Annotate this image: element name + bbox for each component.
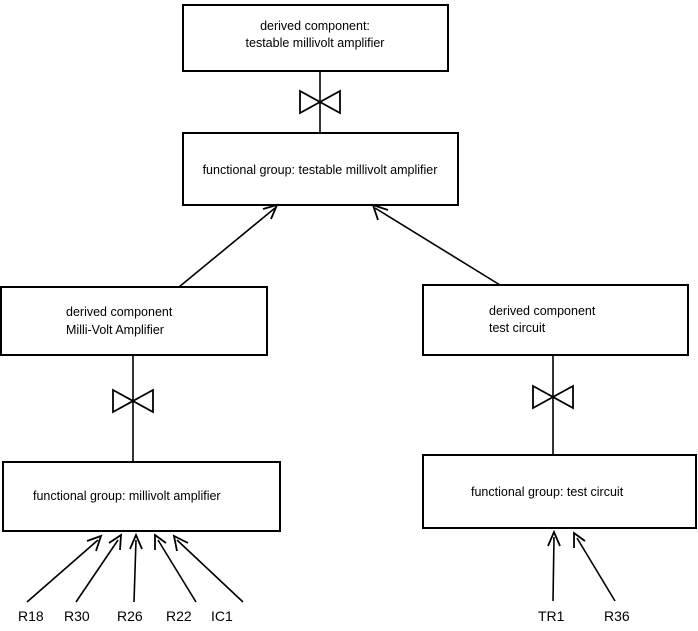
- box-line-1: derived component: [489, 304, 596, 318]
- box-fg-testable-millivolt-amplifier[interactable]: [182, 132, 459, 206]
- box-line-1: functional group: test circuit: [471, 485, 624, 499]
- box-line-2: test circuit: [489, 321, 546, 335]
- leaf-arrow-IC1: [172, 534, 244, 603]
- link-milli-volt-amplifier-to-fg-testable: [178, 203, 279, 288]
- link-line: [552, 536, 555, 602]
- open-arrowhead-icon: [108, 533, 123, 551]
- link-line: [157, 539, 197, 603]
- link-line: [374, 207, 501, 286]
- box-fg-millivolt-amplifier[interactable]: [2, 461, 281, 532]
- box-derived-test-circuit[interactable]: [422, 284, 689, 356]
- node-derived-milli-volt-amplifier[interactable]: derived component Milli-Volt Amplifier: [0, 286, 268, 356]
- leaf-label-R30: R30: [64, 608, 90, 624]
- link-test-circuit-to-fg-testable: [371, 203, 501, 286]
- node-derived-testable-millivolt-amplifier[interactable]: derived component: testable millivolt am…: [182, 4, 449, 72]
- open-arrowhead-icon: [547, 529, 561, 547]
- node-fg-testable-millivolt-amplifier[interactable]: functional group: testable millivolt amp…: [182, 132, 459, 206]
- link-derived-to-fg-testable: [299, 71, 341, 133]
- link-line: [26, 539, 99, 603]
- leaf-arrow-R26: [129, 532, 143, 603]
- box-line-2: Milli-Volt Amplifier: [66, 323, 164, 337]
- bowtie-right-triangle-icon: [318, 89, 341, 115]
- bowtie-left-triangle-icon: [532, 384, 555, 410]
- leaf-label-TR1: TR1: [538, 608, 565, 624]
- leaf-label-R22: R22: [166, 608, 192, 624]
- leaf-arrow-R22: [154, 533, 197, 603]
- open-arrowhead-icon: [86, 534, 103, 552]
- link-derived-to-fg-test-circuit: [532, 355, 574, 455]
- leaf-arrow-R18: [26, 534, 103, 603]
- leaf-label-R26: R26: [117, 608, 143, 624]
- box-line-1: derived component:: [260, 19, 370, 33]
- node-derived-test-circuit[interactable]: derived component test circuit: [422, 284, 689, 356]
- node-fg-millivolt-amplifier[interactable]: functional group: millivolt amplifier: [2, 461, 281, 532]
- bowtie-left-triangle-icon: [112, 388, 135, 414]
- bowtie-left-triangle-icon: [299, 89, 322, 115]
- box-line-2: testable millivolt amplifier: [246, 36, 385, 50]
- open-arrowhead-icon: [573, 531, 586, 548]
- open-arrowhead-icon: [371, 203, 389, 221]
- link-line: [176, 539, 244, 603]
- link-line: [75, 539, 119, 603]
- leaf-label-R18: R18: [18, 608, 44, 624]
- open-arrowhead-icon: [129, 532, 143, 550]
- bowtie-right-triangle-icon: [131, 388, 154, 414]
- open-arrowhead-icon: [262, 203, 279, 220]
- leaf-arrow-R36: [573, 531, 616, 602]
- node-fg-test-circuit[interactable]: functional group: test circuit: [422, 454, 697, 529]
- leaf-arrow-R30: [75, 533, 123, 603]
- box-line-1: derived component: [66, 305, 173, 319]
- link-line: [178, 207, 276, 288]
- link-line: [133, 539, 137, 603]
- box-derived-testable-millivolt-amplifier[interactable]: [182, 4, 449, 72]
- leaf-label-R36: R36: [604, 608, 630, 624]
- leaf-label-IC1: IC1: [211, 608, 233, 624]
- box-line-1: functional group: testable millivolt amp…: [203, 163, 438, 177]
- link-derived-to-fg-millivolt: [112, 355, 154, 462]
- box-line-1: functional group: millivolt amplifier: [33, 489, 221, 503]
- link-line: [576, 537, 616, 602]
- box-derived-milli-volt-amplifier[interactable]: [0, 286, 268, 356]
- open-arrowhead-icon: [154, 533, 167, 550]
- leaf-arrow-TR1: [547, 529, 561, 602]
- bowtie-right-triangle-icon: [551, 384, 574, 410]
- open-arrowhead-icon: [172, 534, 189, 552]
- box-fg-test-circuit[interactable]: [422, 454, 697, 529]
